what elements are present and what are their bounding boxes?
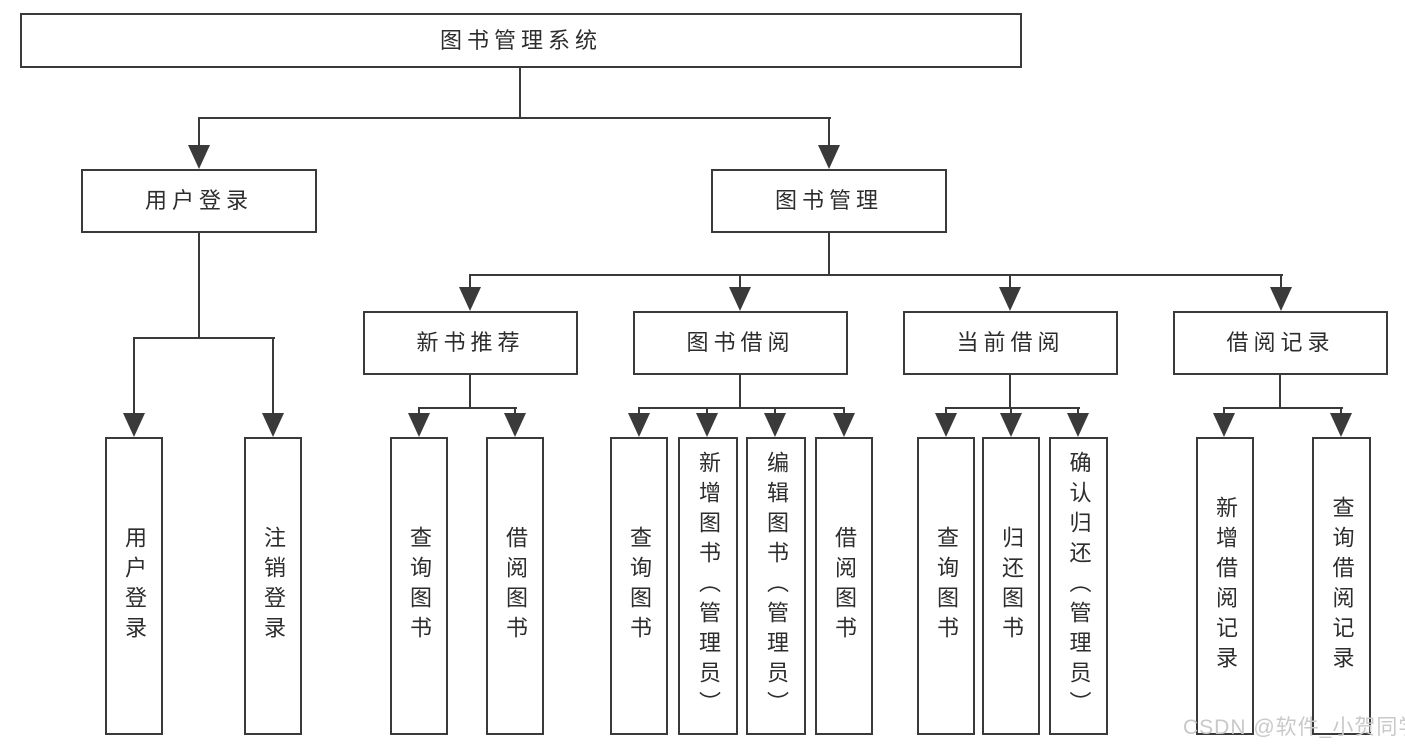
- arrowhead-down-icon: [764, 413, 786, 437]
- connector-vline: [514, 407, 516, 415]
- connector-vline: [1077, 407, 1079, 415]
- connector-vline: [828, 233, 830, 276]
- connector-vline: [843, 407, 845, 415]
- leaf-edit-book-admin: 编辑图书（管理员）: [746, 437, 806, 735]
- connector-vline: [469, 274, 471, 289]
- connector-vline: [1340, 407, 1342, 415]
- arrowhead-down-icon: [262, 413, 284, 437]
- connector-hline: [198, 117, 831, 119]
- connector-vline: [519, 67, 521, 119]
- leaf-borrow-books-2: 借阅图书: [815, 437, 873, 735]
- arrowhead-down-icon: [729, 287, 751, 311]
- connector-hline: [945, 407, 1080, 409]
- leaf-logout: 注销登录: [244, 437, 302, 735]
- connector-hline: [469, 274, 1283, 276]
- connector-hline: [133, 337, 275, 339]
- connector-vline: [1010, 407, 1012, 415]
- watermark: CSDN @软件_小贺同学: [1183, 716, 1405, 739]
- connector-vline: [828, 117, 830, 147]
- connector-hline: [638, 407, 845, 409]
- arrowhead-down-icon: [818, 145, 840, 169]
- connector-vline: [133, 337, 135, 415]
- connector-vline: [638, 407, 640, 415]
- leaf-query-borrow-record: 查询借阅记录: [1312, 437, 1371, 735]
- arrowhead-down-icon: [1330, 413, 1352, 437]
- arrowhead-down-icon: [408, 413, 430, 437]
- node-new-book-recommendation: 新书推荐: [363, 311, 578, 375]
- arrowhead-down-icon: [1270, 287, 1292, 311]
- arrowhead-down-icon: [833, 413, 855, 437]
- connector-vline: [469, 375, 471, 409]
- arrowhead-down-icon: [935, 413, 957, 437]
- arrowhead-down-icon: [1213, 413, 1235, 437]
- connector-vline: [418, 407, 420, 415]
- arrowhead-down-icon: [504, 413, 526, 437]
- connector-vline: [1009, 274, 1011, 289]
- arrowhead-down-icon: [123, 413, 145, 437]
- arrowhead-down-icon: [188, 145, 210, 169]
- leaf-return-book: 归还图书: [982, 437, 1040, 735]
- connector-vline: [1223, 407, 1225, 415]
- node-book-management: 图书管理: [711, 169, 947, 233]
- connector-vline: [1009, 375, 1011, 409]
- arrowhead-down-icon: [628, 413, 650, 437]
- arrowhead-down-icon: [999, 287, 1021, 311]
- connector-vline: [739, 274, 741, 289]
- leaf-query-books-1: 查询图书: [390, 437, 448, 735]
- leaf-borrow-books-1: 借阅图书: [486, 437, 544, 735]
- connector-vline: [706, 407, 708, 415]
- node-library-management-system: 图书管理系统: [20, 13, 1022, 68]
- node-current-borrowing: 当前借阅: [903, 311, 1118, 375]
- leaf-add-book-admin: 新增图书（管理员）: [678, 437, 738, 735]
- arrowhead-down-icon: [459, 287, 481, 311]
- arrowhead-down-icon: [1000, 413, 1022, 437]
- connector-vline: [1279, 375, 1281, 409]
- connector-vline: [272, 337, 274, 415]
- leaf-add-borrow-record: 新增借阅记录: [1196, 437, 1254, 735]
- connector-vline: [945, 407, 947, 415]
- connector-hline: [1223, 407, 1343, 409]
- connector-hline: [418, 407, 517, 409]
- node-book-borrowing: 图书借阅: [633, 311, 848, 375]
- leaf-confirm-return-admin: 确认归还（管理员）: [1049, 437, 1108, 735]
- arrowhead-down-icon: [696, 413, 718, 437]
- leaf-query-books-3: 查询图书: [917, 437, 975, 735]
- leaf-user-login: 用户登录: [105, 437, 163, 735]
- connector-vline: [774, 407, 776, 415]
- connector-vline: [1280, 274, 1282, 289]
- connector-vline: [198, 233, 200, 339]
- connector-vline: [739, 375, 741, 409]
- connector-vline: [198, 117, 200, 147]
- node-borrowing-records: 借阅记录: [1173, 311, 1388, 375]
- node-user-login: 用户登录: [81, 169, 317, 233]
- arrowhead-down-icon: [1067, 413, 1089, 437]
- leaf-query-books-2: 查询图书: [610, 437, 668, 735]
